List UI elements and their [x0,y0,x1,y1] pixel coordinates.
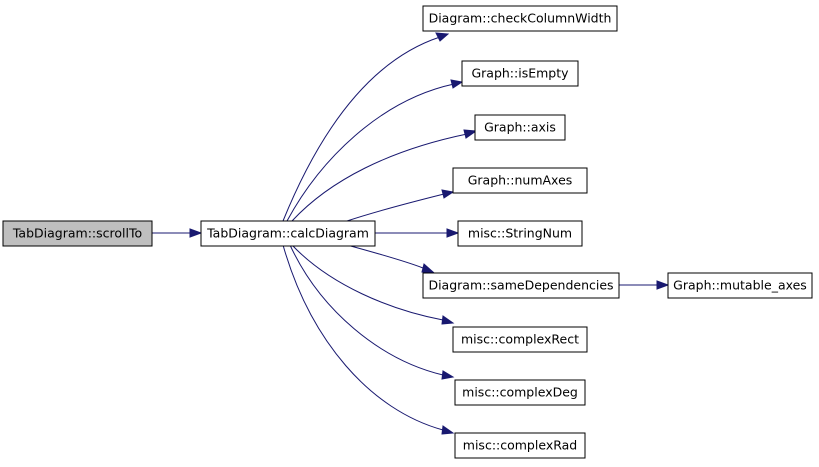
node-complexrect[interactable]: misc::complexRect [452,326,588,353]
node-label: Diagram::sameDependencies [428,278,613,293]
node-label: misc::complexRect [461,332,579,347]
edge-calcdiagram-axis [291,129,478,222]
node-label: Graph::numAxes [468,173,573,188]
node-label: Graph::isEmpty [471,66,569,81]
edge-calcdiagram-isempty [286,79,464,222]
node-label: Diagram::checkColumnWidth [429,11,612,26]
node-scrollto[interactable]: TabDiagram::scrollTo [2,220,153,247]
node-isempty[interactable]: Graph::isEmpty [461,60,579,87]
node-complexdeg[interactable]: misc::complexDeg [454,379,586,406]
edge-calcdiagram-complexdeg [289,244,455,380]
node-checkcolumnwidth[interactable]: Diagram::checkColumnWidth [422,5,618,32]
edge-samedependencies-mutableaxes [619,280,670,290]
node-label: Graph::mutable_axes [673,278,807,293]
node-complexrad[interactable]: misc::complexRad [454,432,586,459]
node-label: Graph::axis [484,120,556,135]
edge-scrollto-calcdiagram [152,228,203,238]
node-label: misc::StringNum [468,226,572,241]
node-samedependencies[interactable]: Diagram::sameDependencies [422,272,620,299]
edge-calcdiagram-complexrect [291,244,455,325]
edge-calcdiagram-checkcolumnwidth [282,32,450,222]
node-box [422,272,620,299]
node-label: misc::complexRad [463,438,577,453]
node-box [667,272,813,299]
node-box [452,167,588,194]
node-box [457,220,583,247]
node-box [454,432,586,459]
node-box [461,60,579,87]
node-numaxes[interactable]: Graph::numAxes [452,167,588,194]
node-box [200,220,376,247]
node-axis[interactable]: Graph::axis [474,114,566,141]
node-box [2,220,153,247]
node-mutableaxes[interactable]: Graph::mutable_axes [667,272,813,299]
node-stringnum[interactable]: misc::StringNum [457,220,583,247]
edge-calcdiagram-complexrad [282,244,455,435]
edge-calcdiagram-numaxes [346,189,455,222]
node-box [452,326,588,353]
edge-calcdiagram-stringnum [375,228,460,238]
node-label: TabDiagram::calcDiagram [206,226,369,241]
node-label: TabDiagram::scrollTo [12,226,142,241]
node-box [422,5,618,32]
node-label: misc::complexDeg [462,385,578,400]
node-calcdiagram[interactable]: TabDiagram::calcDiagram [200,220,376,247]
node-box [454,379,586,406]
node-box [474,114,566,141]
edge-calcdiagram-samedependencies [346,244,435,273]
